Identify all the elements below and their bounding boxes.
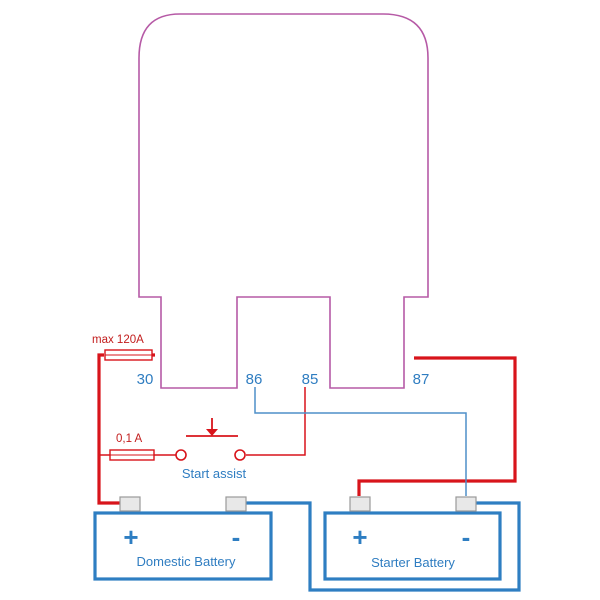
- pushbutton-switch-icon: [175, 418, 246, 461]
- terminal-30-label: 30: [137, 371, 154, 388]
- domestic-battery-label: Domestic Battery: [137, 554, 236, 569]
- wire-86-to-starter-negative: [254, 387, 467, 496]
- domestic-negative-sign: -: [232, 522, 241, 552]
- starter-positive-sign: +: [352, 522, 367, 552]
- terminal-86-label: 86: [246, 371, 263, 388]
- relay-outline: [138, 13, 429, 389]
- starter-negative-sign: -: [462, 522, 471, 552]
- wire-switch-to-85: [246, 387, 306, 456]
- terminal-87-label: 87: [413, 371, 430, 388]
- domestic-negative-post: [225, 496, 247, 512]
- starter-battery-label: Starter Battery: [371, 555, 455, 570]
- starter-positive-post: [349, 496, 371, 512]
- starter-battery: + - Starter Battery: [323, 496, 502, 581]
- small-fuse-label: 0,1 A: [116, 433, 143, 445]
- terminal-85-label: 85: [302, 371, 319, 388]
- wire-negative-to-negative: [246, 501, 521, 592]
- start-assist-label: Start assist: [182, 466, 247, 481]
- domestic-positive-sign: +: [123, 522, 138, 552]
- domestic-positive-post: [119, 496, 141, 512]
- starter-negative-post: [455, 496, 477, 512]
- main-fuse-label: max 120A: [92, 334, 144, 346]
- domestic-battery: + - Domestic Battery: [93, 496, 273, 581]
- wire-87-to-starter-positive: [357, 356, 517, 496]
